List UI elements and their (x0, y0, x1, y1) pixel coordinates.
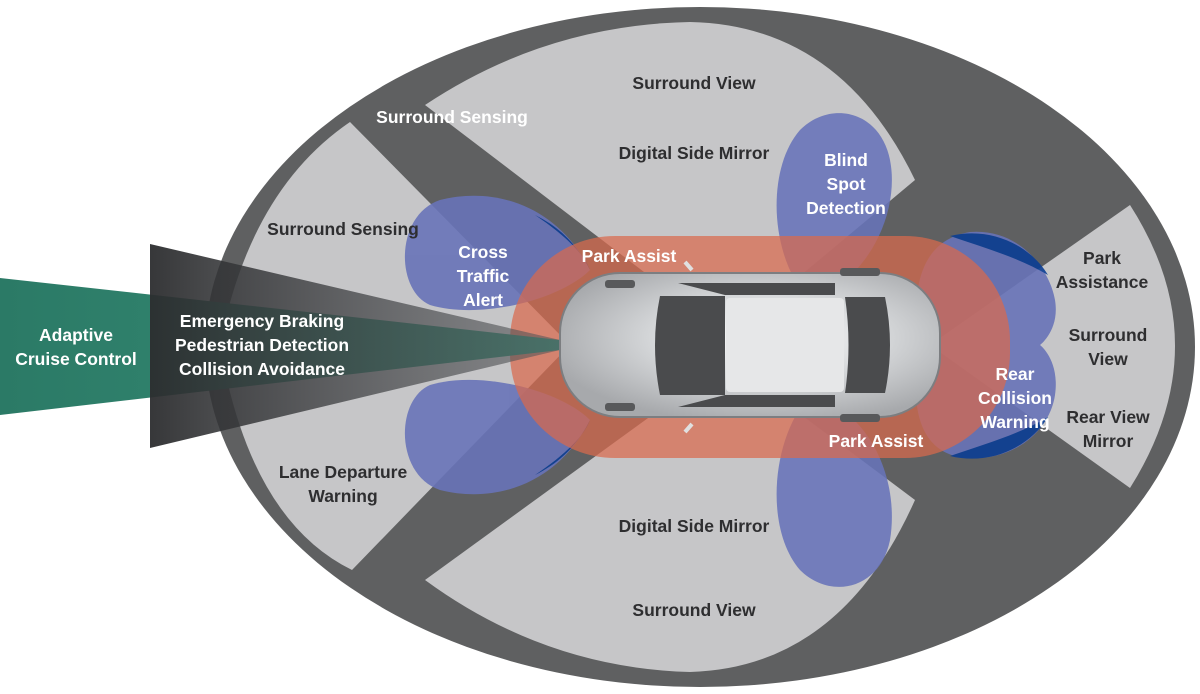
label-emergency-functions: Emergency Braking Pedestrian Detection C… (174, 311, 350, 379)
label-digital-side-mirror-bottom: Digital Side Mirror (618, 516, 770, 536)
label-digital-side-mirror-top: Digital Side Mirror (618, 143, 770, 163)
label-adaptive-cruise-control: Adaptive Cruise Control (15, 325, 137, 369)
label-surround-view-top: Surround View (632, 73, 756, 93)
label-surround-sensing-left: Surround Sensing (267, 219, 419, 239)
label-rear-view-mirror: Rear View Mirror (1066, 407, 1150, 451)
label-rear-collision-warning: Rear Collision Warning (978, 364, 1052, 432)
label-surround-view-bottom: Surround View (632, 600, 756, 620)
mid-range-radar-cone (150, 244, 560, 448)
label-park-assistance: Park Assistance (1055, 248, 1149, 292)
label-lane-departure-warning: Lane Departure Warning (278, 462, 408, 506)
label-surround-sensing-top: Surround Sensing (376, 107, 528, 127)
label-surround-view-right: Surround View (1068, 325, 1148, 369)
label-cross-traffic-alert: Cross Traffic Alert (456, 242, 510, 310)
label-park-assist-front: Park Assist (581, 246, 677, 266)
label-park-assist-rear: Park Assist (828, 431, 924, 451)
rear-sensing-zone (930, 205, 1175, 488)
car (559, 260, 941, 434)
label-blind-spot-detection: Blind Spot Detection (806, 150, 886, 218)
